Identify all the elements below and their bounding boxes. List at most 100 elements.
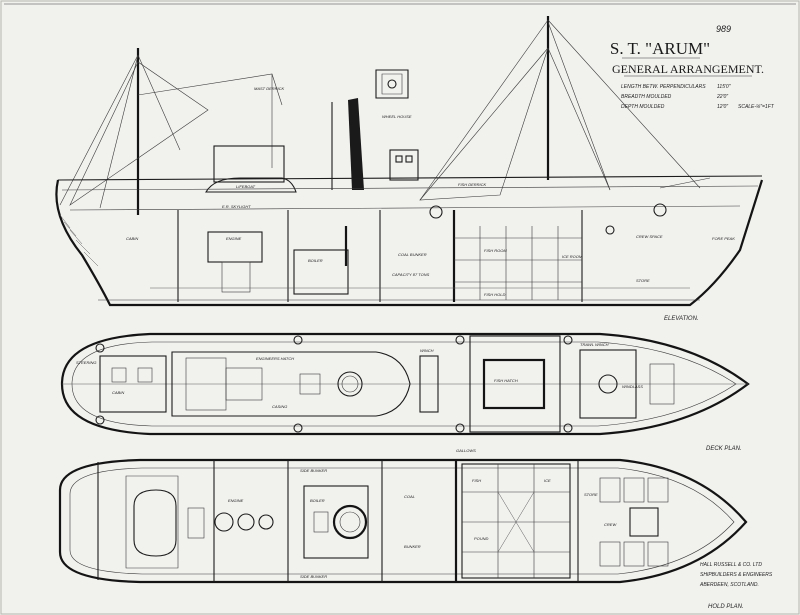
crew-berth-4 bbox=[599, 541, 621, 567]
hold-cylinder-3 bbox=[258, 514, 274, 530]
dim-value-length: 115'0" bbox=[717, 84, 731, 90]
hold-cabin-berths bbox=[125, 475, 179, 569]
capacity-label: CAPACITY 87 TONS bbox=[392, 272, 430, 277]
deck-windlass bbox=[598, 374, 618, 394]
bollard-4 bbox=[293, 423, 303, 433]
ship-name: S. T. "ARUM" bbox=[610, 39, 710, 58]
fish-hatch-label: FISH HATCH bbox=[494, 378, 518, 383]
deck-plan-view: FISH HATCH ENGINEERS HATCH CASING WINCH … bbox=[60, 332, 750, 453]
side-bunker-bottom-label: SIDE BUNKER bbox=[300, 574, 327, 579]
casing-label: CASING bbox=[272, 404, 287, 409]
hold-cylinder-2 bbox=[237, 513, 255, 531]
hold-coal-label: COAL bbox=[404, 494, 415, 499]
lifeboat bbox=[205, 177, 297, 193]
boiler-label: BOILER bbox=[308, 258, 323, 263]
hold-cylinder-1 bbox=[214, 512, 234, 532]
deck-companion-aft bbox=[137, 367, 153, 383]
hold-store-label: STORE bbox=[584, 492, 598, 497]
bollard-8 bbox=[563, 423, 573, 433]
ice-room-label: ICE ROOM bbox=[562, 254, 583, 259]
hold-fish-label: FISH bbox=[472, 478, 481, 483]
upper-deck-line bbox=[69, 205, 741, 211]
deck-cabin-label: CABIN bbox=[112, 390, 124, 395]
boiler-elevation bbox=[293, 249, 349, 295]
crew-berth-6 bbox=[647, 541, 669, 567]
hold-ladder bbox=[187, 507, 205, 539]
dim-label-length: LENGTH BETW. PERPENDICULARS bbox=[621, 84, 706, 90]
wheelhouse-label: WHEEL HOUSE bbox=[382, 114, 412, 119]
wheelhouse-inset: WHEEL HOUSE bbox=[375, 69, 412, 119]
porthole-elevation-2 bbox=[605, 225, 615, 235]
hold-plan-view: SIDE BUNKER SIDE BUNKER ENGINE BOILER CO… bbox=[58, 458, 748, 610]
deck-plan-view-label: DECK PLAN. bbox=[706, 446, 742, 452]
coal-bunker-label: COAL BUNKER bbox=[398, 252, 427, 257]
hold-boiler-casing bbox=[303, 485, 369, 559]
mast-derrick-label: MAST DERRICK bbox=[254, 86, 285, 91]
deck-skylight-aft bbox=[111, 367, 127, 383]
deck-er-skylight bbox=[225, 367, 263, 401]
builder-line-1: HALL RUSSELL & CO. LTD bbox=[700, 562, 762, 568]
engine-casing-plan bbox=[171, 351, 411, 417]
hold-plan-outline bbox=[58, 458, 748, 584]
crew-space-label: CREW SPACE bbox=[636, 234, 663, 239]
gallows-label: GALLOWS bbox=[456, 448, 476, 453]
steering-wheel-icon bbox=[387, 79, 397, 89]
hold-plan-inner bbox=[69, 467, 735, 575]
store-label: STORE bbox=[636, 278, 650, 283]
builder-line-3: ABERDEEN, SCOTLAND. bbox=[699, 582, 759, 588]
dim-label-breadth: BREADTH MOULDED bbox=[621, 94, 672, 100]
wheelhouse-window-1 bbox=[395, 155, 403, 163]
side-bunker-top-label: SIDE BUNKER bbox=[300, 468, 327, 473]
hold-bunker-label: BUNKER bbox=[404, 544, 421, 549]
wheelhouse-plan bbox=[375, 69, 409, 99]
fore-sail bbox=[419, 47, 549, 201]
fore-stays bbox=[419, 19, 701, 201]
bollard-7 bbox=[563, 335, 573, 345]
porthole-elevation-1 bbox=[429, 205, 443, 219]
main-deck-line bbox=[57, 175, 763, 181]
bollard-3 bbox=[293, 335, 303, 345]
wheelhouse-window-2 bbox=[405, 155, 413, 163]
rigging bbox=[59, 16, 711, 215]
crew-berth-2 bbox=[623, 477, 645, 503]
boat-deck: LIFEBOAT bbox=[205, 145, 419, 193]
bollard-1 bbox=[95, 343, 105, 353]
fore-topstay bbox=[547, 47, 611, 191]
lifeboat-davits bbox=[213, 145, 285, 183]
windlass-label: WINDLASS bbox=[622, 384, 643, 389]
engine-bed bbox=[221, 261, 251, 293]
dim-label-depth: DEPTH MOULDED bbox=[621, 104, 665, 110]
cabin-label: CABIN bbox=[126, 236, 138, 241]
deck-vent bbox=[299, 373, 321, 395]
builder-block: HALL RUSSELL & CO. LTD SHIPBUILDERS & EN… bbox=[699, 562, 773, 588]
hold-plan-view-label: HOLD PLAN. bbox=[708, 604, 744, 610]
deck-funnel-ring bbox=[337, 371, 363, 397]
sheet-number: 989 bbox=[716, 24, 731, 34]
trawl-winch-label: TRAWL WINCH bbox=[580, 342, 609, 347]
porthole-elevation-3 bbox=[653, 203, 667, 217]
wheelhouse-inner bbox=[381, 73, 403, 95]
dim-value-depth: 12'0" bbox=[717, 104, 728, 110]
bollard-2 bbox=[95, 415, 105, 425]
wheelhouse-elevation bbox=[389, 149, 419, 181]
elevation-view-label: ELEVATION. bbox=[664, 316, 699, 322]
steering-label: STEERING bbox=[76, 360, 96, 365]
lifeboat-label: LIFEBOAT bbox=[236, 184, 256, 189]
hold-engine-label: ENGINE bbox=[228, 498, 244, 503]
winch-label: WINCH bbox=[420, 348, 434, 353]
crew-table bbox=[629, 507, 659, 537]
hold-fish-room bbox=[461, 463, 571, 579]
hold-crew-label: CREW bbox=[604, 522, 617, 527]
engineers-hatch-label: ENGINEERS HATCH bbox=[256, 356, 294, 361]
funnel-body bbox=[348, 98, 364, 190]
elevation-hull-outline bbox=[55, 179, 764, 307]
elevation-view: MAST DERRICK FISH DERRICK ENGINE BOILER … bbox=[55, 86, 764, 322]
hold-fish-room-grid bbox=[461, 463, 571, 579]
drawing-subtitle: GENERAL ARRANGEMENT. bbox=[612, 62, 764, 76]
deck-fish-hatch bbox=[482, 358, 546, 410]
mizzen-sail bbox=[69, 61, 209, 206]
sheer-line bbox=[61, 185, 759, 191]
skylight-label: E.R. SKYLIGHT bbox=[222, 204, 251, 209]
